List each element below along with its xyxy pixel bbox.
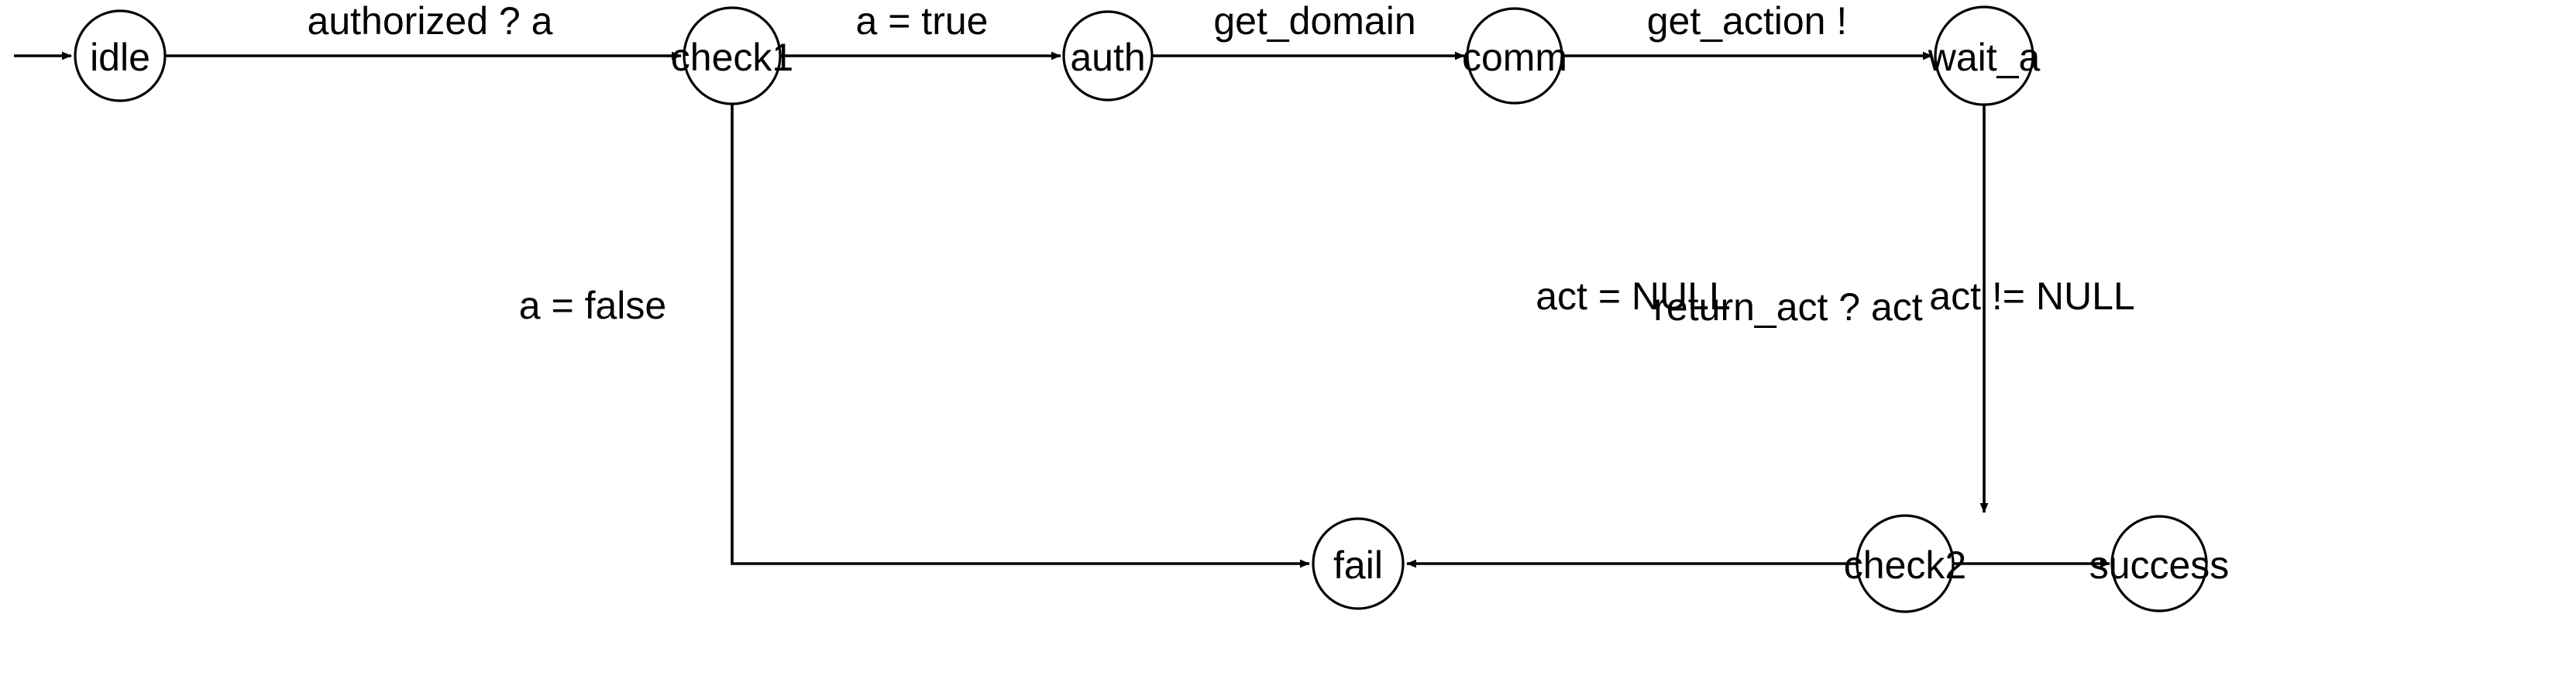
state-node-check1[interactable]: check1 [671,6,793,105]
state-circle-success[interactable] [2110,515,2208,612]
state-label-check2: check2 [1844,543,1966,587]
state-node-check2[interactable]: check2 [1844,514,1966,613]
transition-label-act-not-null: act != NULL [1929,274,2134,318]
state-circle-idle[interactable] [74,9,167,102]
state-label-wait_a: wait_a [1928,36,2041,79]
state-label-auth: auth [1070,36,1145,79]
state-label-idle: idle [90,36,150,79]
transition-label-a-false: a = false [519,284,666,327]
state-label-fail: fail [1333,543,1383,587]
transition-label-authorized: authorized ? a [308,0,553,43]
transition-check1-fail [731,104,1310,568]
transition-label-a-true: a = true [856,0,989,43]
state-label-check1: check1 [671,36,793,79]
state-circle-auth[interactable] [1062,10,1154,102]
state-node-comm[interactable]: comm [1462,7,1567,105]
state-node-wait_a[interactable]: wait_a [1928,5,2041,106]
state-node-auth[interactable]: auth [1062,10,1154,102]
state-label-comm: comm [1462,36,1567,79]
state-label-success: success [2089,543,2230,587]
state-circle-check1[interactable] [683,6,782,105]
state-node-success[interactable]: success [2089,515,2230,612]
transition-label-act-null: act = NULL [1536,274,1731,318]
state-circle-check2[interactable] [1855,514,1955,613]
state-circle-wait_a[interactable] [1934,5,2034,106]
state-node-fail[interactable]: fail [1312,517,1405,610]
transition-label-get-action: get_action ! [1647,0,1848,43]
transition-label-return-act: return_act ? act [1653,285,1923,329]
state-circle-fail[interactable] [1312,517,1405,610]
state-node-idle[interactable]: idle [74,9,167,102]
transition-label-get-domain: get_domain [1213,0,1415,43]
state-circle-comm[interactable] [1466,7,1563,105]
